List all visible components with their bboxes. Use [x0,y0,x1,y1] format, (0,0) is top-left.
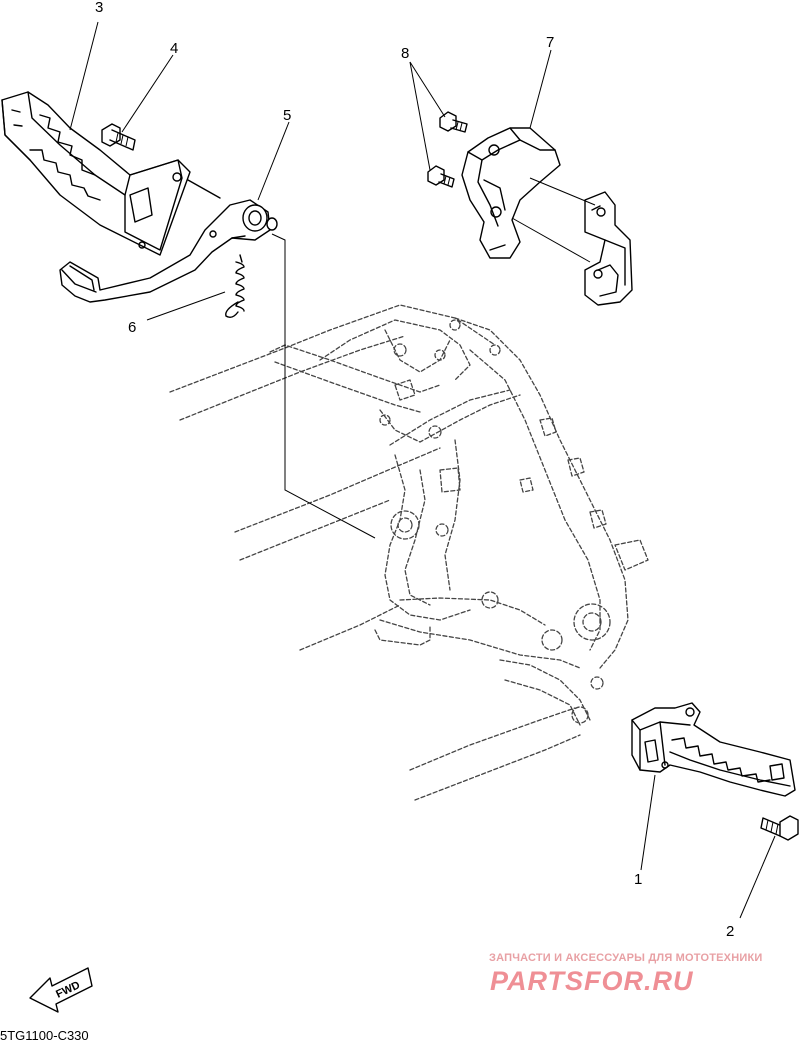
frame-assembly [169,304,649,801]
mount-reference-line [271,233,376,539]
callout-2: 2 [726,923,734,940]
part-4-bolt [101,123,136,151]
fwd-arrow-icon: FWD [29,967,93,1013]
watermark-tagline: ЗАПЧАСТИ И АКСЕССУАРЫ ДЛЯ МОТОТЕХНИКИ [489,952,762,964]
callout-7: 7 [546,34,554,51]
callout-1: 1 [634,871,642,888]
part-5-brake-pedal [59,199,278,303]
part-6-spring [225,254,245,319]
figure-code: 5TG1100-C330 [0,1028,89,1043]
part-7-heel-guard [461,127,561,259]
callout-8: 8 [401,45,409,62]
part-8-bolts [427,111,468,188]
callout-5: 5 [283,107,291,124]
watermark: ЗАПЧАСТИ И АКСЕССУАРЫ ДЛЯ МОТОТЕХНИКИ PA… [489,952,762,996]
callout-6: 6 [128,319,136,336]
part-1-right-footrest [631,702,796,797]
callout-leaders [69,21,776,919]
rear-bracket [511,177,633,306]
callout-3: 3 [95,0,103,16]
watermark-brand: PARTSFOR.RU [490,966,694,996]
callout-4: 4 [170,40,178,57]
part-2-bolt [760,815,799,841]
part-3-left-footrest [1,91,221,256]
